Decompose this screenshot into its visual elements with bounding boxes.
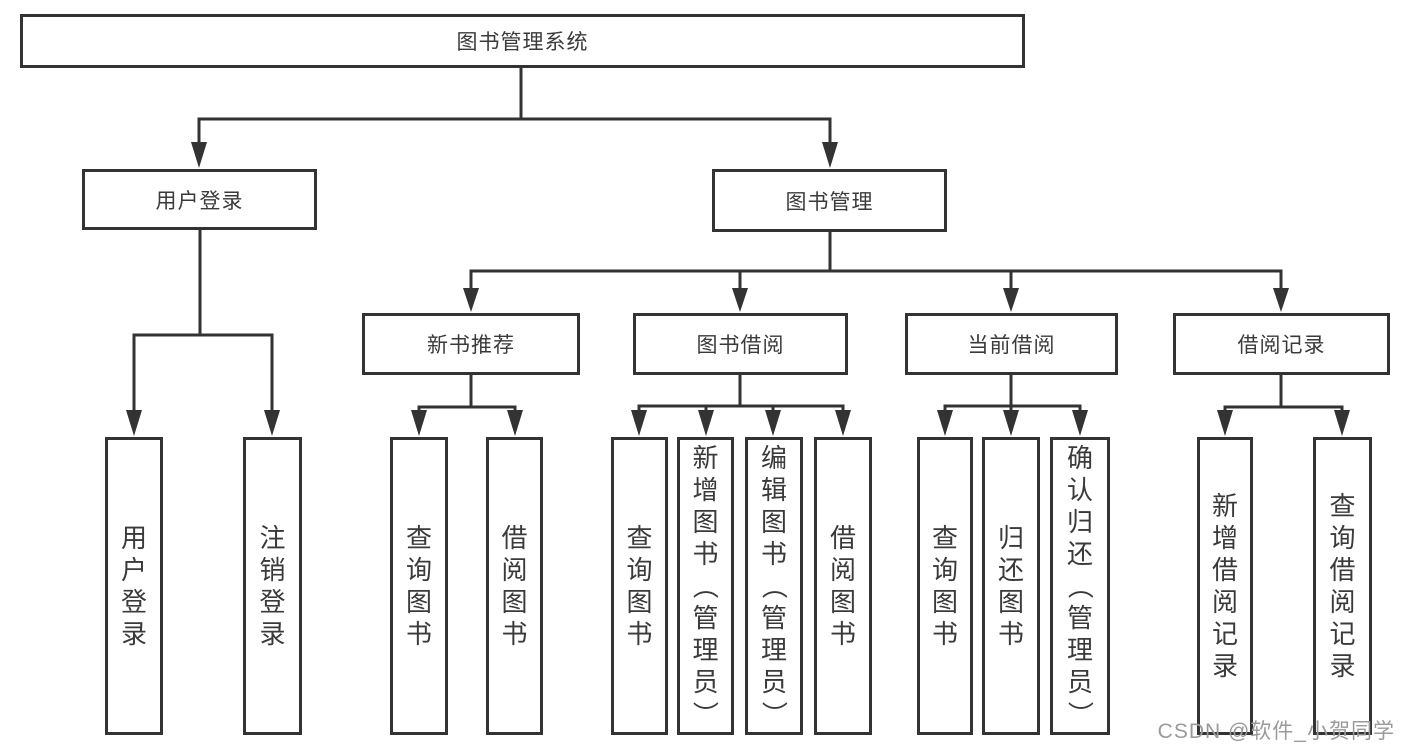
leaf-logout-label: 注销登录 — [259, 523, 286, 649]
node-borrow-records-label: 借阅记录 — [1237, 334, 1326, 357]
leaf-records-query-record-label: 查询借阅记录 — [1329, 491, 1356, 681]
leaf-user-login: 用户登录 — [105, 437, 163, 735]
leaf-borrow-borrow-books-label: 借阅图书 — [829, 523, 856, 649]
node-user-login: 用户登录 — [82, 169, 317, 230]
leaf-current-query-books: 查询图书 — [917, 437, 973, 735]
node-current-borrow-label: 当前借阅 — [967, 334, 1056, 357]
node-new-book-recommend-label: 新书推荐 — [427, 334, 515, 357]
leaf-current-return-books-label: 归还图书 — [997, 523, 1024, 649]
node-new-book-recommend: 新书推荐 — [362, 313, 580, 375]
leaf-recommend-borrow-books-label: 借阅图书 — [501, 523, 528, 649]
leaf-current-return-books: 归还图书 — [982, 437, 1040, 735]
leaf-recommend-query-books: 查询图书 — [390, 437, 448, 735]
node-book-management: 图书管理 — [712, 169, 947, 232]
node-book-borrow: 图书借阅 — [633, 313, 848, 375]
leaf-recommend-query-books-label: 查询图书 — [405, 523, 432, 649]
node-root-label: 图书管理系统 — [456, 31, 589, 54]
leaf-borrow-query-books: 查询图书 — [611, 437, 668, 735]
leaf-records-query-record: 查询借阅记录 — [1313, 437, 1372, 735]
leaf-user-login-label: 用户登录 — [120, 523, 147, 649]
leaf-current-query-books-label: 查询图书 — [931, 523, 958, 649]
csdn-watermark: CSDN @软件_小贺同学 — [1157, 720, 1395, 743]
leaf-records-add-record: 新增借阅记录 — [1197, 437, 1253, 735]
node-borrow-records: 借阅记录 — [1173, 313, 1390, 375]
node-user-login-label: 用户登录 — [155, 189, 244, 213]
leaf-borrow-query-books-label: 查询图书 — [626, 523, 653, 649]
leaf-records-add-record-label: 新增借阅记录 — [1211, 491, 1238, 681]
leaf-borrow-add-books-admin-label: 新增图书（管理员） — [690, 443, 721, 728]
node-book-management-label: 图书管理 — [785, 190, 874, 214]
leaf-current-confirm-return-admin-label: 确认归还（管理员） — [1064, 443, 1095, 728]
leaf-recommend-borrow-books: 借阅图书 — [486, 437, 543, 735]
leaf-borrow-edit-books-admin: 编辑图书（管理员） — [745, 437, 803, 735]
node-book-borrow-label: 图书借阅 — [696, 334, 785, 357]
leaf-logout: 注销登录 — [243, 437, 302, 735]
leaf-borrow-add-books-admin: 新增图书（管理员） — [677, 437, 734, 735]
node-root: 图书管理系统 — [20, 14, 1025, 68]
leaf-borrow-edit-books-admin-label: 编辑图书（管理员） — [758, 443, 789, 728]
node-current-borrow: 当前借阅 — [905, 313, 1118, 375]
leaf-current-confirm-return-admin: 确认归还（管理员） — [1050, 437, 1110, 735]
leaf-borrow-borrow-books: 借阅图书 — [814, 437, 872, 735]
